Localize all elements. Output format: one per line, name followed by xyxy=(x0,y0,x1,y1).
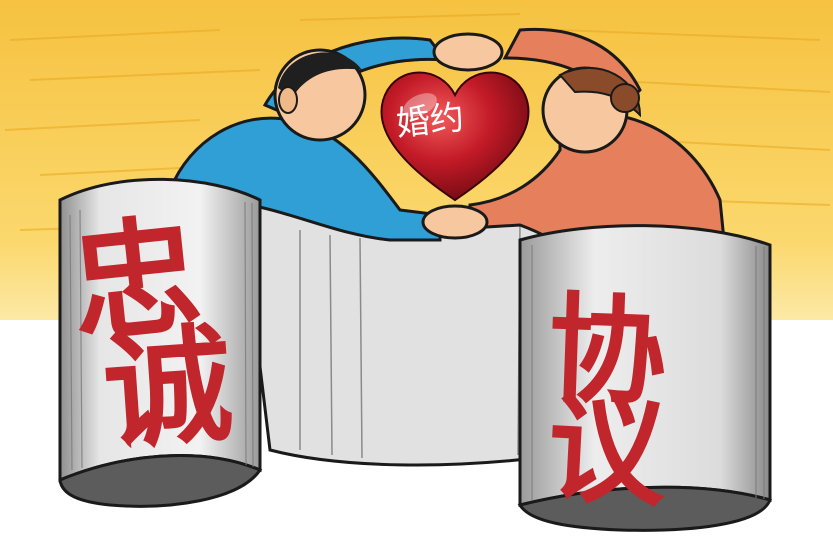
heart-highlight xyxy=(403,93,437,117)
right-banner-hatching xyxy=(531,245,765,500)
left-banner-curl xyxy=(58,454,263,508)
woman-hair-bun xyxy=(610,83,640,113)
hands-top xyxy=(432,32,504,72)
man-ear xyxy=(278,86,298,114)
right-banner-curl xyxy=(517,485,773,532)
woman-hair xyxy=(558,66,642,118)
heart-shape xyxy=(380,71,530,202)
banner-right-char-2: 议 xyxy=(544,379,670,523)
left-banner-hatching xyxy=(69,201,254,471)
man-hair xyxy=(278,52,362,98)
heart-text: 婚约 xyxy=(394,97,466,145)
banner-left-char-2: 诚 xyxy=(98,310,238,469)
hands-middle xyxy=(421,204,489,240)
man-body xyxy=(167,116,442,242)
